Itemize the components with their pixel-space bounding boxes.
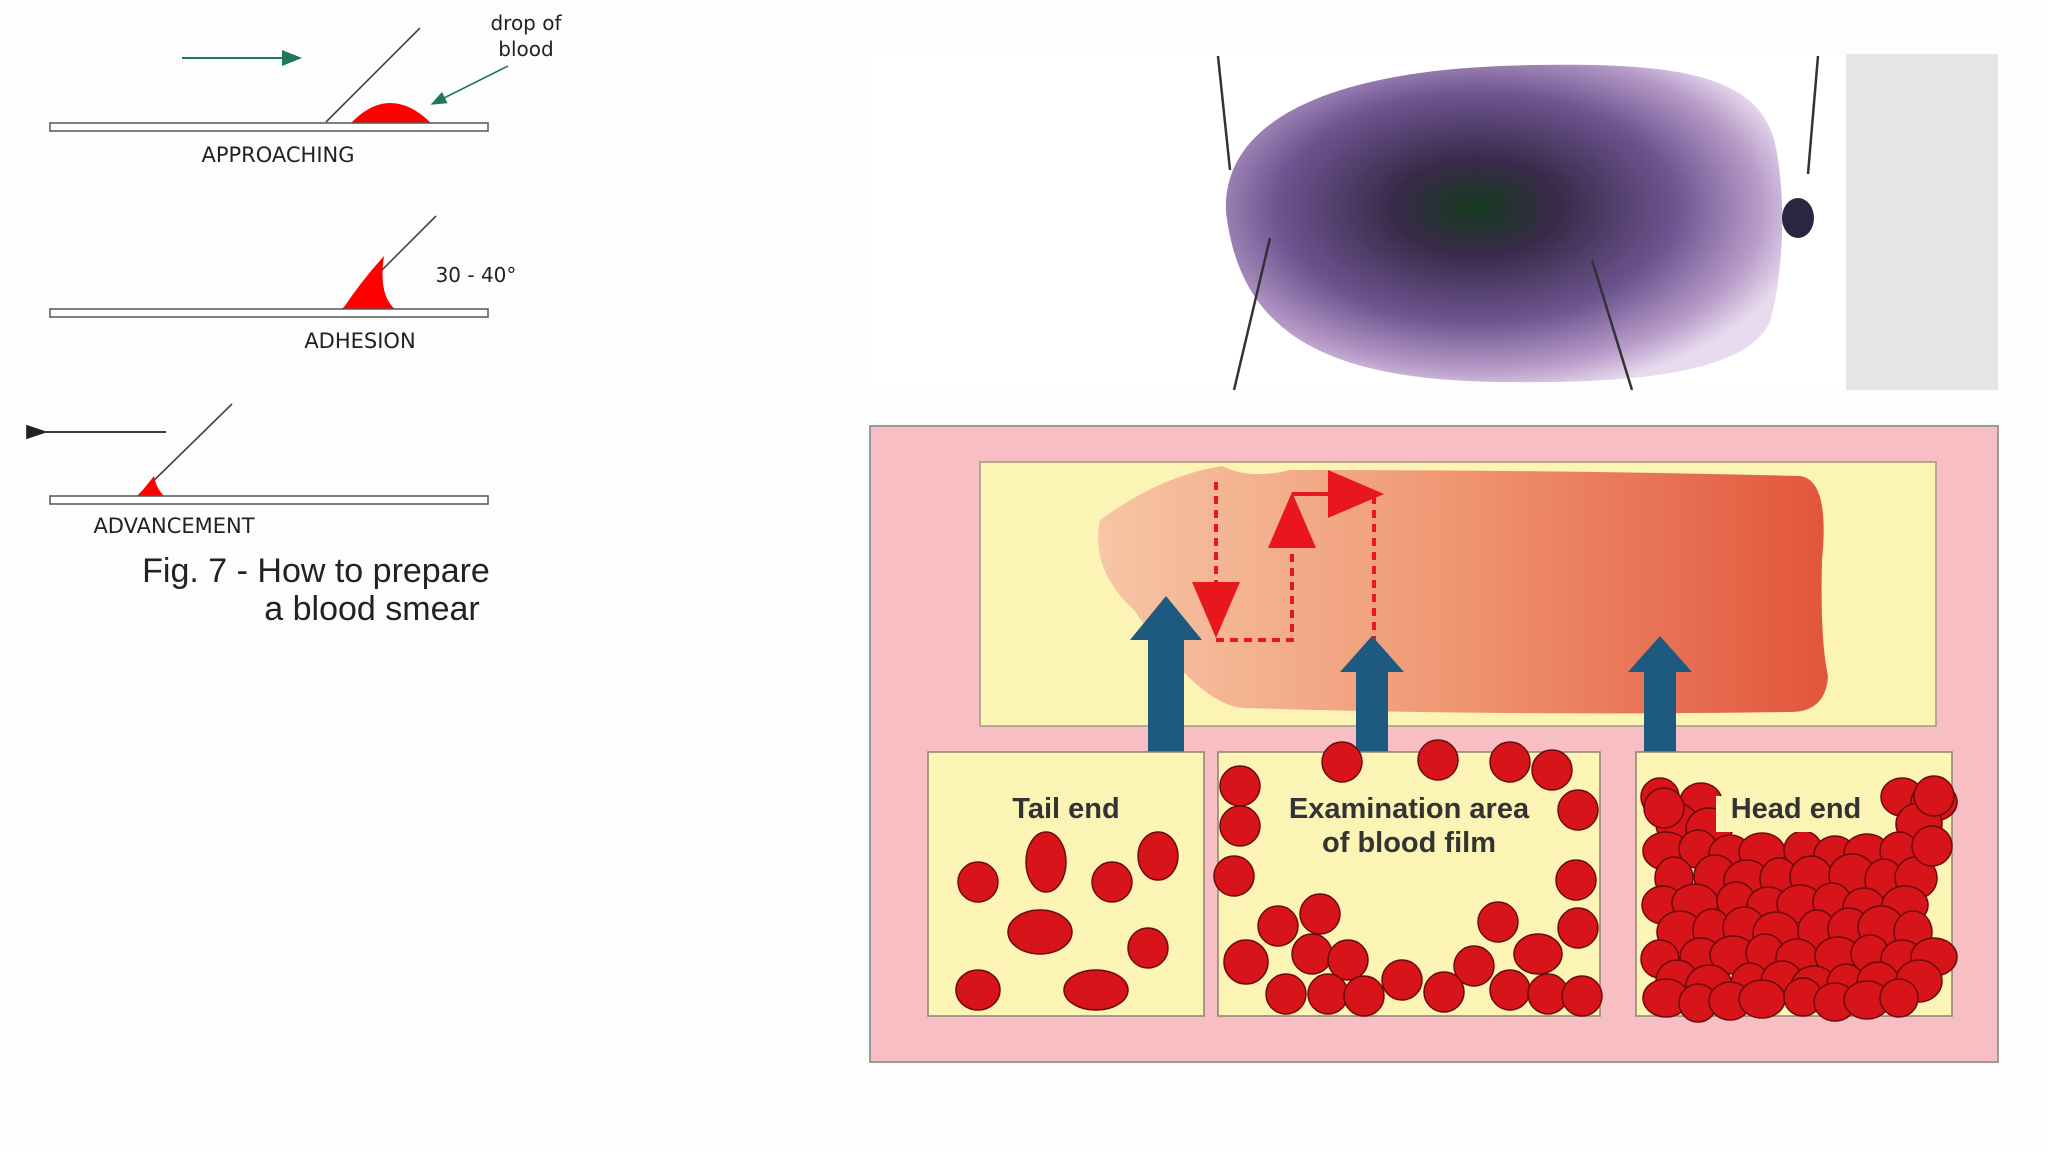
- red-blood-cell: [1213, 855, 1255, 897]
- pointer-line: [1806, 55, 1820, 175]
- figure-caption-line1: Fig. 7 - How to prepare: [142, 552, 490, 590]
- blood-drop: [350, 103, 432, 124]
- pointer-line: [1216, 55, 1232, 171]
- tail-cells: [955, 831, 1179, 1011]
- head-label-backdrop: [1716, 796, 1876, 832]
- examination-area-box: Examination area of blood film: [1213, 739, 1603, 1017]
- red-blood-cell: [1137, 831, 1179, 881]
- red-blood-cell: [1489, 741, 1531, 783]
- stained-smear: [1225, 64, 1783, 383]
- adhesion-label: ADHESION: [304, 329, 415, 353]
- blood-wedge: [342, 256, 396, 310]
- red-blood-cell: [1091, 861, 1133, 903]
- glass-slide: [49, 308, 489, 318]
- red-blood-cell: [1489, 969, 1531, 1011]
- pointer-line: [1232, 237, 1272, 391]
- red-blood-cell: [1343, 975, 1385, 1017]
- tail-arrow-icon: [1130, 596, 1202, 754]
- red-blood-cell: [1913, 775, 1955, 817]
- red-blood-cell: [1127, 927, 1169, 969]
- red-blood-cell: [1417, 739, 1459, 781]
- exam-label-line1: Examination area: [1289, 793, 1530, 825]
- red-blood-cell: [1557, 907, 1599, 949]
- glass-slide: [49, 495, 489, 505]
- red-blood-cell: [1643, 787, 1685, 829]
- examination-path: [1192, 470, 1384, 642]
- red-blood-cell: [1911, 825, 1953, 867]
- red-blood-cell: [1307, 973, 1349, 1015]
- blood-film-areas-diagram: Tail end Examination area of blood film …: [869, 425, 1999, 1063]
- step-approaching: drop of blood APPROACHING: [49, 11, 562, 167]
- spreader-slide: [325, 27, 421, 123]
- exam-cells: [1213, 739, 1603, 1017]
- red-blood-cell: [1555, 859, 1597, 901]
- pointer-line: [1590, 259, 1634, 391]
- red-blood-cell: [1327, 939, 1369, 981]
- red-blood-cell: [1299, 893, 1341, 935]
- step-adhesion: 30 - 40° ADHESION: [49, 215, 517, 353]
- red-blood-cell: [1219, 765, 1261, 807]
- angle-label: 30 - 40°: [436, 263, 517, 287]
- advancement-label: ADVANCEMENT: [93, 514, 254, 538]
- head-end-label: Head end: [1731, 793, 1862, 825]
- red-blood-cell: [1423, 971, 1465, 1013]
- red-blood-cell: [955, 969, 1001, 1011]
- head-end-box: Head end: [1635, 751, 1958, 1023]
- red-blood-cell: [1513, 933, 1563, 975]
- slide-edge: [1846, 54, 1998, 390]
- red-blood-cell: [1453, 945, 1495, 987]
- head-cells: [1640, 775, 1958, 1023]
- drop-label-line2: blood: [498, 37, 553, 61]
- red-blood-cell: [1557, 789, 1599, 831]
- exam-arrow-icon: [1340, 636, 1404, 754]
- red-blood-cell: [1531, 749, 1573, 791]
- red-blood-cell: [1561, 975, 1603, 1017]
- glass-slide: [49, 122, 489, 132]
- pointer-arrow-icon: [430, 65, 509, 105]
- red-blood-cell: [1879, 978, 1919, 1018]
- tail-end-box: Tail end: [927, 751, 1205, 1017]
- tail-end-label: Tail end: [1012, 793, 1119, 825]
- approaching-label: APPROACHING: [201, 143, 354, 167]
- red-blood-cell: [1007, 909, 1073, 955]
- blood-wedge: [138, 476, 164, 496]
- red-blood-cell: [1321, 741, 1363, 783]
- red-blood-cell: [1738, 979, 1786, 1019]
- red-blood-cell: [1257, 905, 1299, 947]
- red-blood-cell: [1219, 805, 1261, 847]
- red-blood-cell: [1291, 933, 1333, 975]
- blood-film: [1098, 466, 1828, 714]
- red-blood-cell: [1223, 939, 1269, 985]
- step-advancement: ADVANCEMENT: [26, 403, 489, 538]
- head-arrow-icon: [1628, 636, 1692, 754]
- stained-smear-photo: [870, 54, 1998, 391]
- exam-label-line2: of blood film: [1322, 827, 1496, 859]
- drop-label-line1: drop of: [490, 11, 562, 35]
- red-blood-cell: [1265, 973, 1307, 1015]
- red-blood-cell: [957, 861, 999, 903]
- red-blood-cell: [1477, 901, 1519, 943]
- smear-steps-diagram: drop of blood APPROACHING 30 - 40° ADHES…: [26, 11, 562, 628]
- figure-caption-line2: a blood smear: [264, 590, 479, 628]
- red-blood-cell: [1025, 831, 1067, 893]
- red-blood-cell: [1063, 969, 1129, 1011]
- red-blood-cell: [1381, 959, 1423, 1001]
- smear-head-droplet: [1782, 198, 1814, 238]
